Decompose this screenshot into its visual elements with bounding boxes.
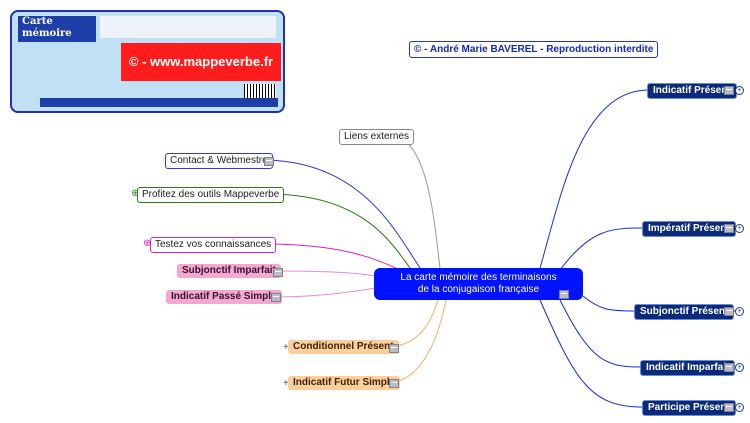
link-passe-simple: [267, 287, 377, 298]
expand-circle-icon[interactable]: +: [735, 86, 744, 95]
note-icon[interactable]: [559, 290, 569, 299]
link-indicatif-present: [539, 89, 649, 269]
thumbnail-banner: © - www.mappeverbe.fr: [121, 43, 281, 81]
link-subj-imparfait: [269, 270, 377, 277]
node-indicatif-futur-simple[interactable]: Indicatif Futur Simple: [288, 376, 401, 390]
node-conditionnel-present[interactable]: Conditionnel Présent: [288, 340, 399, 354]
note-icon[interactable]: [389, 344, 399, 353]
expand-circle-icon[interactable]: +: [735, 307, 744, 316]
note-icon[interactable]: [724, 224, 734, 233]
note-icon[interactable]: [271, 293, 281, 302]
plus-icon[interactable]: +: [283, 342, 289, 353]
node-subjonctif-imparfait[interactable]: Subjonctif Imparfait: [177, 264, 281, 278]
note-icon[interactable]: [724, 307, 734, 316]
node-testez[interactable]: Testez vos connaissances: [150, 237, 277, 253]
note-icon[interactable]: [264, 157, 274, 166]
node-indicatif-passe-simple[interactable]: Indicatif Passé Simple: [166, 290, 282, 304]
expand-circle-icon[interactable]: ⊕: [143, 238, 152, 249]
note-icon[interactable]: [724, 363, 734, 372]
note-icon[interactable]: [724, 403, 734, 412]
link-testez: [263, 243, 401, 271]
central-line-1: La carte mémoire des terminaisons: [400, 272, 557, 283]
expand-circle-icon[interactable]: ⊕: [131, 188, 140, 199]
plus-icon[interactable]: +: [283, 378, 289, 389]
link-subjonctif-present: [582, 295, 635, 312]
expand-circle-icon[interactable]: +: [735, 403, 744, 412]
chart-thumbnail[interactable]: Carte mémoire © - www.mappeverbe.fr: [10, 10, 285, 113]
expand-circle-icon[interactable]: +: [735, 363, 744, 372]
central-line-2: de la conjugaison française: [417, 284, 540, 295]
note-icon[interactable]: [273, 268, 283, 277]
link-indicatif-imparfait: [559, 299, 641, 368]
node-contact[interactable]: Contact & Webmestre: [165, 153, 273, 169]
link-participe-present: [539, 299, 643, 408]
note-icon[interactable]: [724, 86, 734, 95]
node-imperatif-present[interactable]: Impératif Présent: [642, 221, 736, 237]
note-icon[interactable]: [389, 379, 399, 388]
link-imperatif-present: [559, 227, 643, 271]
copyright-notice: © - André Marie BAVEREL - Reproduction i…: [409, 41, 659, 58]
thumbnail-table: [100, 16, 276, 38]
link-profitez: [267, 193, 411, 269]
node-profitez[interactable]: Profitez des outils Mappeverbe: [137, 187, 285, 203]
node-indicatif-imparfait[interactable]: Indicatif Imparfait: [640, 360, 736, 376]
node-subjonctif-present[interactable]: Subjonctif Présent: [634, 304, 735, 320]
node-liens-externes[interactable]: Liens externes: [339, 129, 415, 145]
central-node[interactable]: La carte mémoire des terminaisons de la …: [374, 268, 583, 300]
link-liens-externes: [397, 135, 441, 269]
node-participe-present[interactable]: Participe Présent: [642, 400, 736, 416]
link-contact: [261, 159, 421, 269]
thumbnail-footer: [40, 98, 278, 107]
barcode-icon: [244, 84, 276, 98]
expand-circle-icon[interactable]: +: [735, 224, 744, 233]
thumbnail-title: Carte mémoire: [18, 16, 96, 42]
